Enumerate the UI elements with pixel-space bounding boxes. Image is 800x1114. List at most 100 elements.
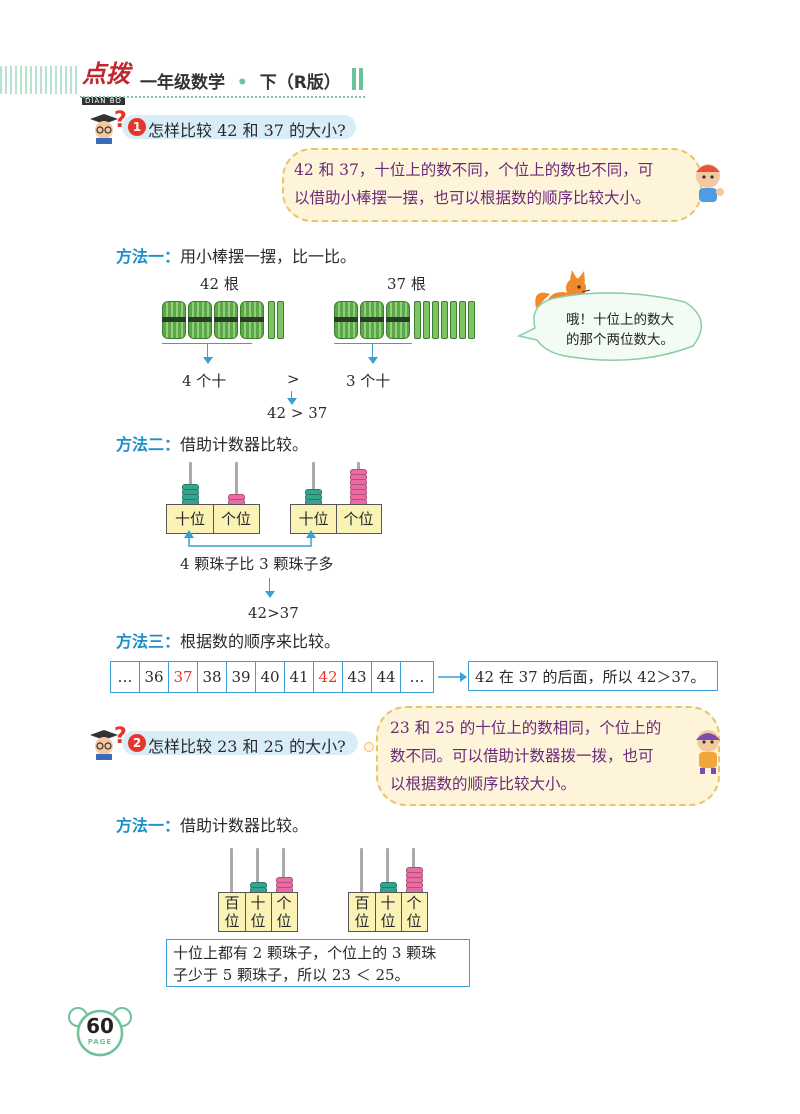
method-label: 方法二： xyxy=(116,435,181,454)
question-mark: ? xyxy=(114,724,127,749)
single-stick xyxy=(268,301,275,339)
group-underline xyxy=(334,343,412,344)
single-stick xyxy=(450,301,457,339)
stick-group-37 xyxy=(334,301,494,341)
sequence-cell: 41 xyxy=(285,662,314,692)
logo-text: 点拨 xyxy=(82,60,130,88)
fox-line: 的那个两位数大。 xyxy=(566,332,674,348)
stick-bundle xyxy=(162,301,186,339)
sequence-cell: 38 xyxy=(198,662,227,692)
cell-char: 个 xyxy=(406,894,422,912)
abacus-base: 百位 十位 个位 xyxy=(348,892,428,932)
bubble-line: 以根据数的顺序比较大小。 xyxy=(390,775,577,793)
method-3-result: 42 在 37 的后面，所以 42＞37。 xyxy=(468,661,718,691)
cell-char: 位 xyxy=(250,912,266,930)
cell-char: 十 xyxy=(380,894,396,912)
tens-cell: 十位 xyxy=(375,893,402,931)
method-text: 用小棒摆一摆，比一比。 xyxy=(180,247,357,266)
method-label: 方法一： xyxy=(116,247,181,266)
thought-dot xyxy=(364,742,374,752)
abacus-rod xyxy=(235,462,238,504)
bubble-line: 23 和 25 的十位上的数相同，个位上的 xyxy=(390,719,662,737)
sequence-cell: 36 xyxy=(140,662,169,692)
page-word: PAGE xyxy=(87,1038,113,1046)
abacus-base: 百位 十位 个位 xyxy=(218,892,298,932)
method-text: 根据数的顺序来比较。 xyxy=(180,632,341,651)
tens-cell: 十位 xyxy=(167,505,214,533)
left-stick-label: 42 根 xyxy=(200,275,239,293)
q2-note-box: 十位上都有 2 颗珠子，个位上的 3 颗珠 子少于 5 颗珠子，所以 23 ＜ … xyxy=(166,939,470,987)
sequence-cell: 43 xyxy=(343,662,372,692)
fox-line: 哦！十位上的数大 xyxy=(566,312,674,328)
right-arrow xyxy=(438,672,467,682)
single-stick xyxy=(441,301,448,339)
abacus-rod xyxy=(282,848,285,892)
cell-char: 位 xyxy=(224,912,240,930)
question-badge-bg xyxy=(122,115,356,139)
book-title: 一年级数学 • 下（R版） xyxy=(140,68,341,93)
sequence-cell: 44 xyxy=(372,662,401,692)
method-3-row: 方法三：根据数的顺序来比较。 xyxy=(116,628,340,652)
hundreds-cell: 百位 xyxy=(219,893,246,931)
q2-method-1-row: 方法一：借助计数器比较。 xyxy=(116,812,308,836)
right-stick-label: 37 根 xyxy=(387,275,426,293)
sequence-cell: 40 xyxy=(256,662,285,692)
cell-char: 百 xyxy=(354,894,370,912)
abacus-rod xyxy=(360,848,363,892)
abacus-rod xyxy=(189,462,192,504)
stick-group-42 xyxy=(162,301,292,341)
abacus-base: 十位 个位 xyxy=(166,504,260,534)
stick-bundle xyxy=(214,301,238,339)
hundreds-cell: 百位 xyxy=(349,893,376,931)
down-arrow xyxy=(269,578,270,592)
cell-char: 百 xyxy=(224,894,240,912)
bubble-text: 23 和 25 的十位上的数相同，个位上的 数不同。可以借助计数器拨一拨，也可 … xyxy=(390,714,661,798)
logo-sub: DIAN BO xyxy=(82,97,125,105)
down-arrowhead xyxy=(368,357,378,364)
cell-char: 位 xyxy=(354,912,370,930)
fox-speech-bubble xyxy=(516,292,702,361)
ones-cell: 个位 xyxy=(220,510,251,528)
abacus-rod xyxy=(230,848,233,892)
question-number: 1 xyxy=(128,118,146,136)
down-arrow xyxy=(207,344,208,358)
method-label: 方法三： xyxy=(116,632,181,651)
cartoon-boy-icon xyxy=(696,164,724,202)
page-number: 60 xyxy=(86,1014,114,1038)
tens-cell: 十位 xyxy=(245,893,272,931)
cartoon-girl-icon xyxy=(696,730,720,774)
question-badge-bg xyxy=(122,731,358,755)
question-2-badge: ? 2 怎样比较 23 和 25 的大小? xyxy=(84,724,376,760)
stick-bundle xyxy=(240,301,264,339)
stick-bundle xyxy=(334,301,358,339)
single-stick xyxy=(423,301,430,339)
question-title: 怎样比较 23 和 25 的大小? xyxy=(148,737,346,756)
stick-bundle xyxy=(188,301,212,339)
method-1-conclusion: 42 > 37 xyxy=(267,404,328,422)
doctor-icon xyxy=(90,114,118,144)
number-sequence: … 36 37 38 39 40 41 42 43 44 … xyxy=(110,661,434,693)
question-number: 2 xyxy=(128,734,146,752)
edition-text: 下（R版） xyxy=(259,73,341,93)
left-result: 4 个十 xyxy=(182,372,227,390)
method-text: 借助计数器比较。 xyxy=(180,816,309,835)
sequence-cell-highlight: 42 xyxy=(314,662,343,692)
single-stick xyxy=(468,301,475,339)
page-badge-icon xyxy=(68,1007,132,1057)
compare-text: 4 颗珠子比 3 颗珠子多 xyxy=(180,555,334,573)
comparison-connector xyxy=(184,530,316,547)
question-1-badge: ? 1 怎样比较 42 和 37 的大小? xyxy=(84,108,356,144)
question-mark: ? xyxy=(114,108,127,133)
sequence-cell: … xyxy=(409,668,425,686)
sequence-cell: 39 xyxy=(227,662,256,692)
single-stick xyxy=(459,301,466,339)
abacus-rod xyxy=(312,462,315,504)
fox-bubble-text: 哦！十位上的数大 的那个两位数大。 xyxy=(566,310,674,350)
ones-cell: 个位 xyxy=(271,893,297,931)
compare-sign: > xyxy=(287,370,300,388)
single-stick xyxy=(432,301,439,339)
bubble-line: 42 和 37，十位上的数不同，个位上的数也不同，可 xyxy=(294,161,654,179)
header-stripe xyxy=(0,66,80,94)
down-arrow xyxy=(372,344,373,358)
header-bar xyxy=(359,68,363,90)
